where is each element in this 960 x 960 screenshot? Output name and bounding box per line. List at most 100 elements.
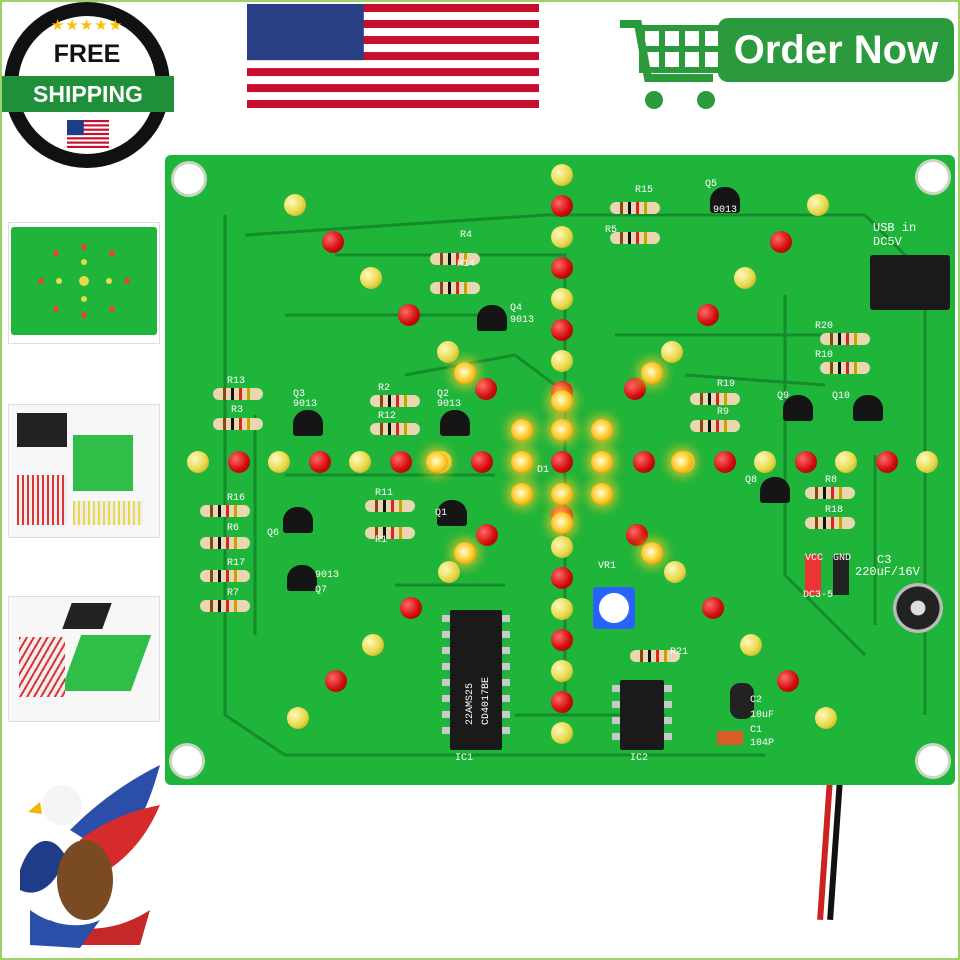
ic-pin	[502, 727, 510, 734]
ic-pin	[442, 727, 450, 734]
ic-pin	[612, 717, 620, 724]
pcb-label: CD4017BE	[481, 676, 492, 725]
us-flag-icon	[67, 120, 109, 148]
pcb-label: R9	[717, 407, 730, 418]
pcb-label: R4	[460, 230, 473, 241]
red-led	[551, 567, 573, 589]
ic-pin	[502, 615, 510, 622]
resistor	[358, 423, 432, 435]
ic-pin	[442, 663, 450, 670]
ic-pin	[502, 631, 510, 638]
yellow-led	[916, 451, 938, 473]
red-led	[713, 451, 736, 473]
ic-pin	[664, 717, 672, 724]
pcb-label: Q1	[435, 508, 448, 519]
capacitor-c1	[717, 731, 743, 745]
yellow-led	[551, 536, 573, 558]
red-led	[474, 377, 497, 400]
transistor	[783, 395, 813, 421]
red-led	[551, 319, 573, 341]
free-shipping-badge: ★★★★★ FREE SHIPPING	[2, 2, 174, 168]
red-led	[551, 691, 573, 713]
ic-pin	[664, 685, 672, 692]
pcb-label: VR1	[598, 561, 617, 572]
mounting-hole	[171, 161, 207, 197]
red-led	[624, 377, 647, 400]
pcb-label: 220uF/16V	[855, 565, 920, 579]
order-now-button[interactable]: Order Now	[718, 18, 954, 82]
pcb-label: 9013	[315, 570, 340, 581]
red-led	[400, 597, 423, 620]
pcb-label: 103	[609, 603, 628, 614]
pcb-label: 104P	[750, 738, 775, 749]
pcb-label: Q6	[267, 528, 280, 539]
pcb-label: R18	[825, 505, 844, 516]
ic-pin	[664, 733, 672, 740]
thumbnail-kit-parts[interactable]	[8, 404, 160, 538]
resistor	[618, 650, 692, 662]
capacitor-c2	[730, 683, 754, 719]
red-led	[398, 304, 421, 327]
resistor	[808, 362, 882, 374]
pcb-label: DC3-5	[803, 590, 834, 601]
yellow-led	[551, 226, 573, 248]
lit-led	[591, 419, 613, 441]
pcb-label: D1	[537, 465, 550, 476]
pcb-label: Q3	[293, 389, 306, 400]
potentiometer-vr1[interactable]	[593, 587, 635, 629]
lit-led	[511, 451, 533, 473]
badge-shipping-ribbon: SHIPPING	[2, 76, 174, 112]
red-led	[794, 451, 817, 473]
ic-pin	[502, 711, 510, 718]
led-star-pattern	[38, 244, 130, 318]
capacitor-c3	[893, 583, 943, 633]
thumbnail-kit-parts-angle[interactable]	[8, 596, 160, 722]
red-led	[551, 195, 573, 217]
red-led	[389, 451, 412, 473]
ic-pin	[442, 615, 450, 622]
pcb-label: R2	[378, 383, 391, 394]
resistor	[793, 487, 867, 499]
mounting-hole	[915, 743, 951, 779]
lit-led	[641, 542, 663, 564]
pcb-label: R8	[825, 475, 838, 486]
resistor	[358, 395, 432, 407]
ic-pin	[502, 647, 510, 654]
red-led	[324, 670, 347, 693]
shopping-cart-icon[interactable]	[618, 6, 728, 112]
pcb-label: Q10	[832, 391, 851, 402]
pcb-label: 9013	[713, 205, 738, 216]
yellow-led	[362, 633, 385, 656]
lit-led	[591, 483, 613, 505]
red-led	[777, 670, 800, 693]
red-led	[551, 629, 573, 651]
yellow-led	[754, 451, 776, 473]
lit-led	[671, 451, 693, 473]
pcb-label: R19	[717, 379, 736, 390]
pcb-label: R17	[227, 558, 246, 569]
resistor	[678, 393, 752, 405]
yellow-led	[551, 722, 573, 744]
transistor	[287, 565, 317, 591]
pcb-label: R5	[605, 225, 618, 236]
pcb-label: C2	[750, 695, 763, 706]
transistor	[440, 410, 470, 436]
yellow-led	[551, 288, 573, 310]
lit-led	[551, 390, 573, 412]
lit-led	[511, 419, 533, 441]
thumbnail-assembled-board[interactable]	[8, 222, 160, 344]
resistor	[201, 418, 275, 430]
pcb-label: Q8	[745, 475, 758, 486]
transistor	[437, 500, 467, 526]
pcb-label: 10uF	[750, 710, 775, 721]
pcb-label: R12	[378, 411, 397, 422]
pcb-label: C1	[750, 725, 763, 736]
pcb-label: IC1	[455, 753, 474, 764]
transistor	[853, 395, 883, 421]
ic-pin	[612, 685, 620, 692]
ic2-chip	[620, 680, 664, 750]
ic1-chip	[450, 610, 502, 750]
ic-pin	[502, 663, 510, 670]
yellow-led	[436, 340, 459, 363]
